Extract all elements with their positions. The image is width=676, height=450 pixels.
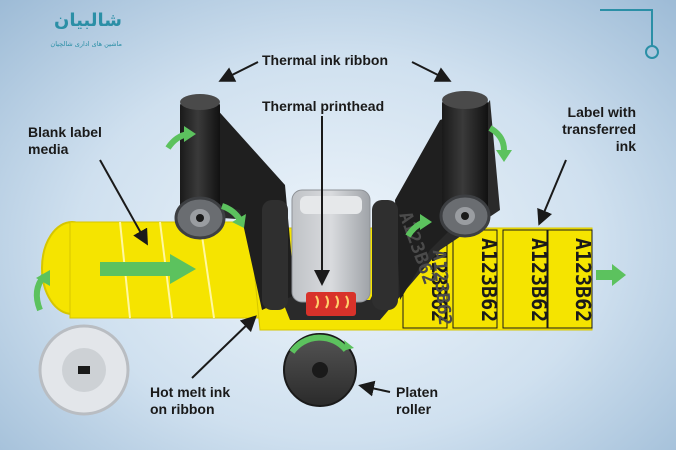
- guide-rollers: [262, 200, 398, 310]
- hotmelt-line2: on ribbon: [150, 401, 215, 417]
- logo-wordmark: شالبیان: [53, 10, 122, 31]
- printed-code-3: A123B62: [527, 238, 551, 322]
- ribbon-supply-roller: [174, 94, 226, 240]
- label-platen-roller: Platen roller: [396, 384, 438, 418]
- output-feed-arrow: [596, 264, 626, 286]
- thermal-printhead: [291, 189, 371, 316]
- platen-line1: Platen: [396, 384, 439, 400]
- logo-tagline: ماشین های اداری شالچیان: [50, 40, 122, 48]
- blank-label-line2: media: [28, 141, 69, 157]
- brand-logo: شالبیان ماشین های اداری شالچیان: [22, 6, 132, 62]
- transferred-line2: transferred: [562, 121, 636, 137]
- media-feed-arrow: [100, 254, 196, 284]
- platen-roller: [283, 333, 357, 407]
- blank-label-line1: Blank label: [28, 124, 102, 140]
- hotmelt-line1: Hot melt ink: [150, 384, 231, 400]
- label-blank-label-media: Blank label media: [28, 124, 102, 158]
- label-transferred-ink: Label with transferred ink: [540, 104, 636, 155]
- ribbon-takeup-roller: [439, 91, 491, 238]
- printed-code-2: A123B62: [477, 238, 501, 322]
- supply-roll-rotation-arrow: [33, 270, 50, 312]
- transferred-line1: Label with: [567, 104, 636, 120]
- transferred-line3: ink: [615, 138, 636, 154]
- printed-code-4: A123B62: [571, 238, 595, 322]
- corner-accent: [600, 9, 659, 59]
- callout-pointers: [99, 61, 567, 397]
- label-thermal-printhead: Thermal printhead: [262, 98, 385, 114]
- platen-line2: roller: [396, 401, 432, 417]
- left-roller-rotation-arrow: [165, 126, 246, 228]
- label-thermal-ink-ribbon: Thermal ink ribbon: [262, 52, 389, 68]
- right-roller-rotation-arrow: [405, 125, 512, 238]
- label-hot-melt-ink: Hot melt ink on ribbon: [150, 384, 230, 418]
